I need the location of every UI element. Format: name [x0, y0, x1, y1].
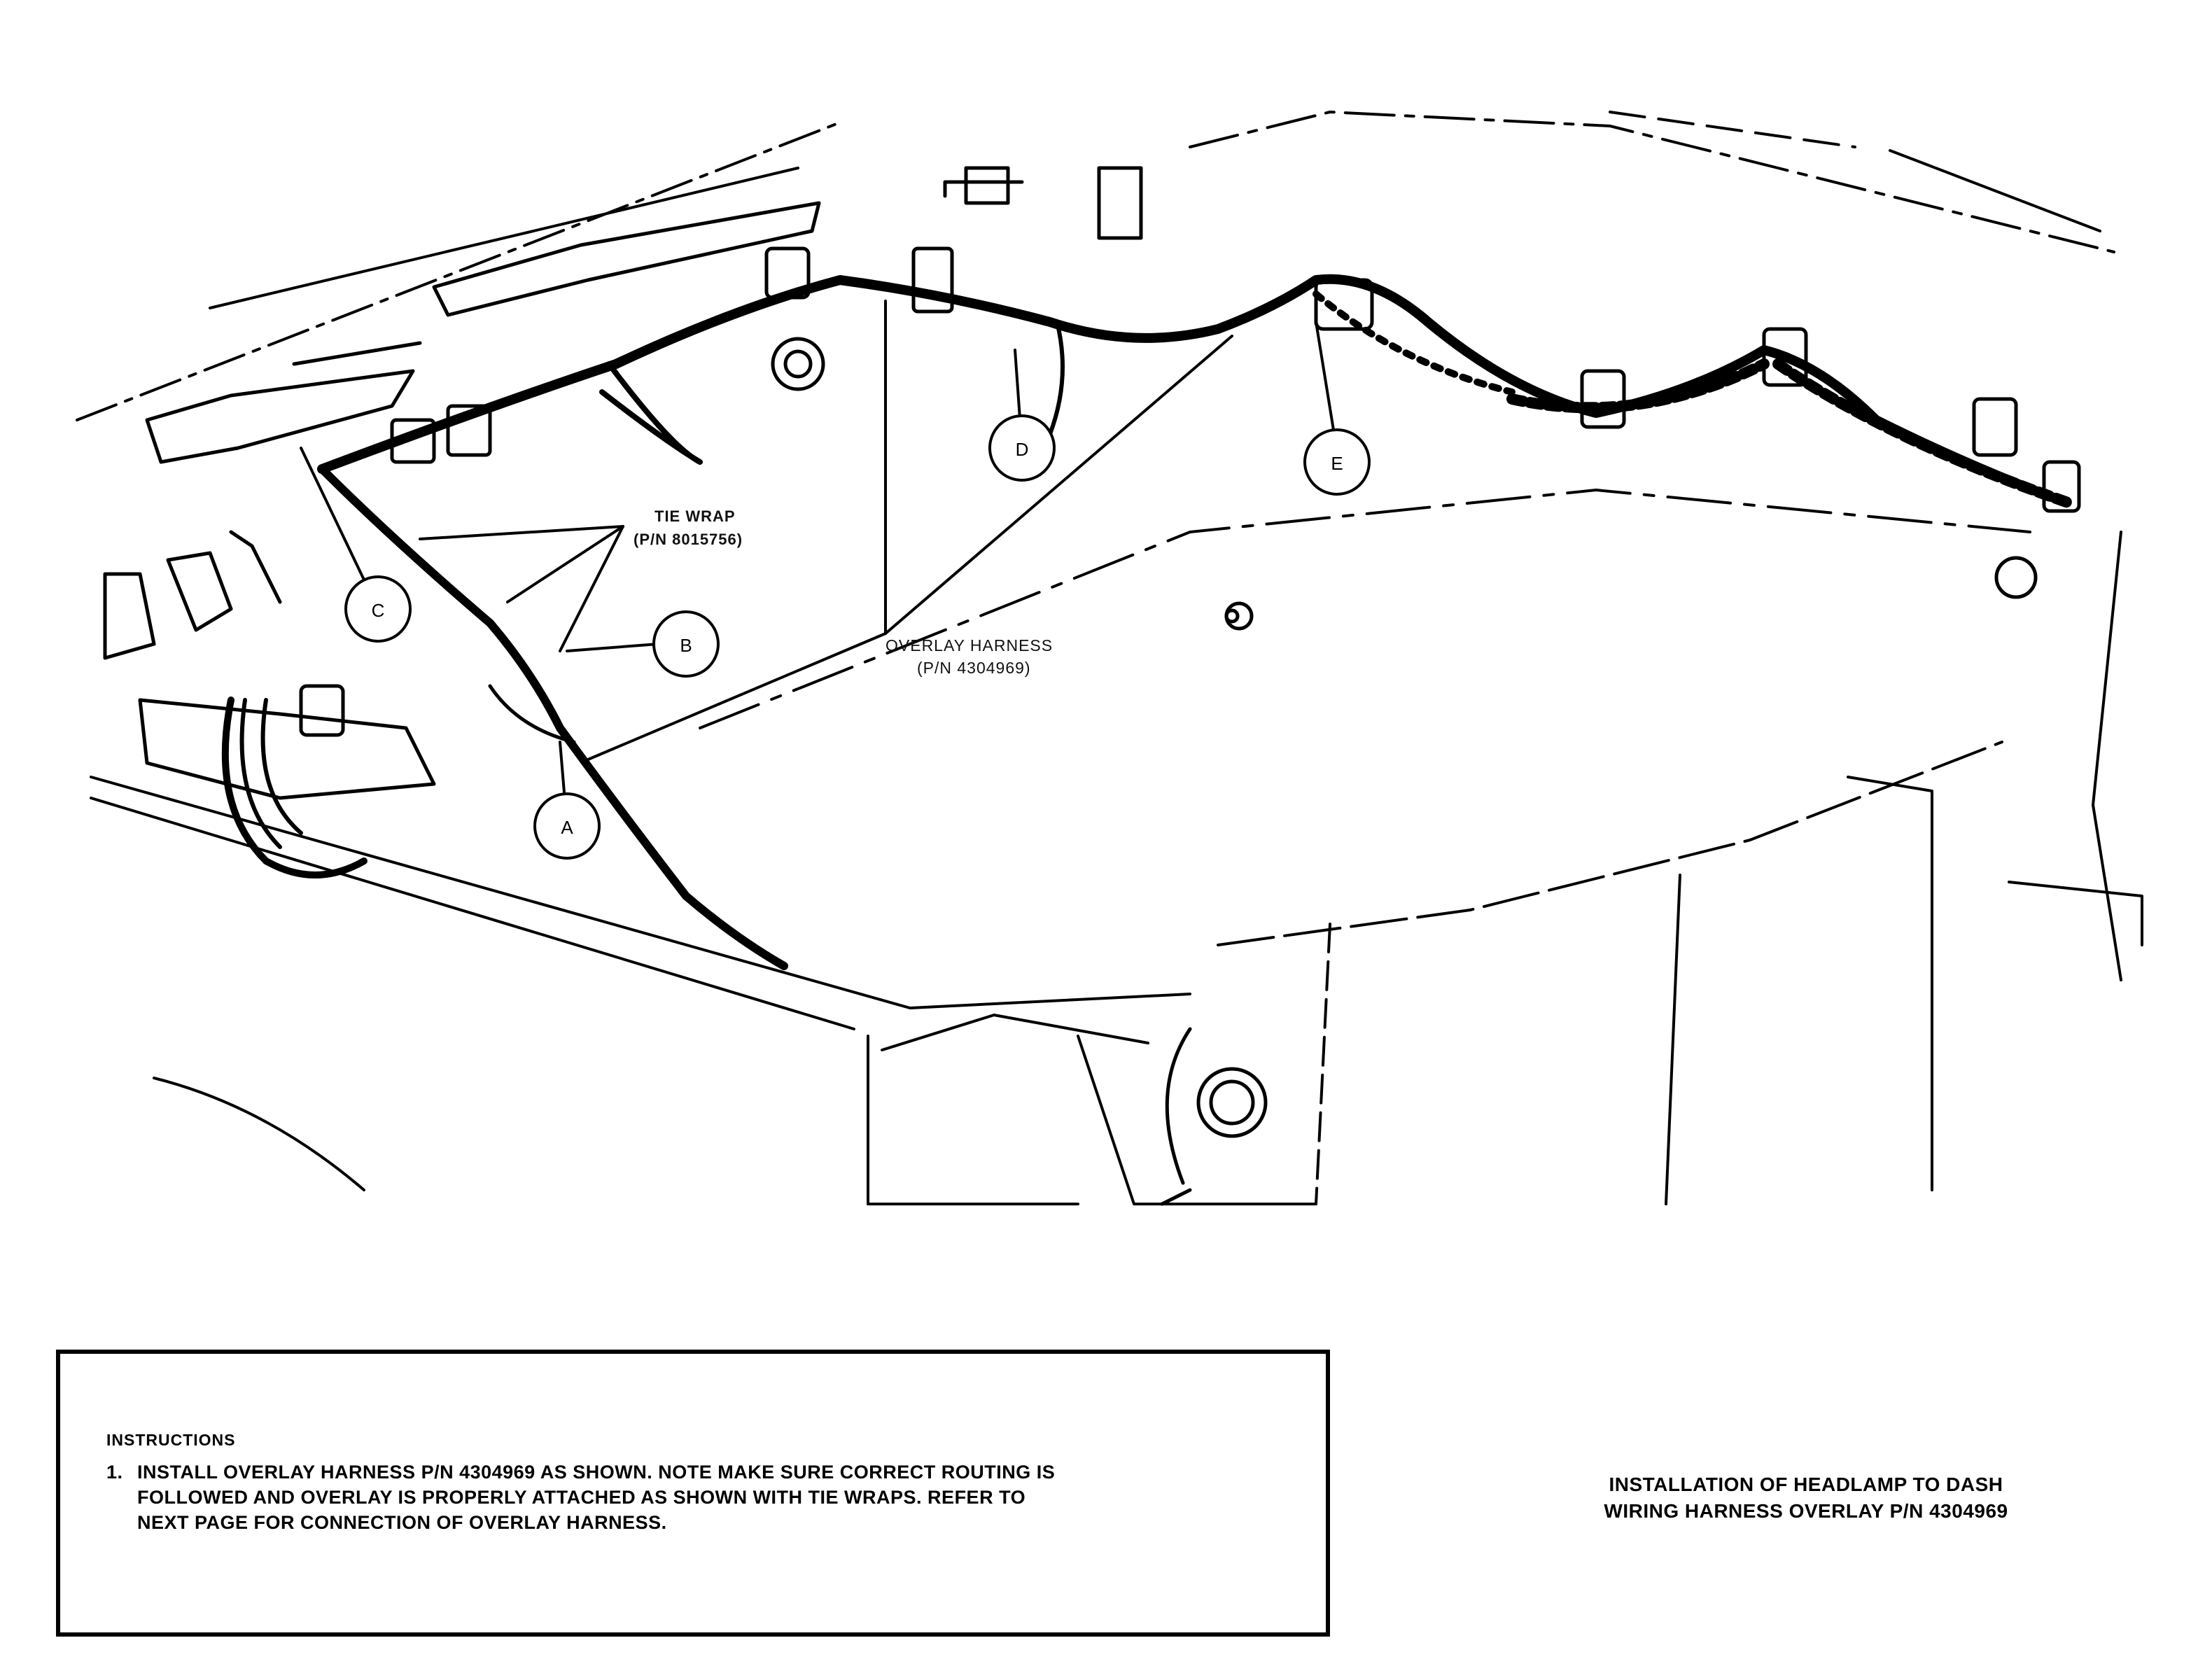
svg-text:OVERLAY HARNESS: OVERLAY HARNESS — [886, 636, 1053, 654]
callout-a: A — [533, 792, 601, 860]
instruction-text-line: FOLLOWED AND OVERLAY IS PROPERLY ATTACHE… — [137, 1487, 1026, 1508]
caption-line: INSTALLATION OF HEADLAMP TO DASH — [1609, 1474, 2003, 1495]
harness-clips — [390, 166, 2081, 631]
svg-text:C: C — [372, 600, 385, 621]
instructions-box: INSTRUCTIONS 1. INSTALL OVERLAY HARNESS … — [56, 1350, 1330, 1637]
instruction-item: 1. INSTALL OVERLAY HARNESS P/N 4304969 A… — [106, 1460, 1291, 1535]
instruction-text: INSTALL OVERLAY HARNESS P/N 4304969 AS S… — [137, 1460, 1055, 1535]
strut-tower — [1160, 556, 2038, 1206]
overlay-harness-label: OVERLAY HARNESS (P/N 4304969) — [886, 636, 1053, 677]
svg-text:TIE WRAP: TIE WRAP — [654, 507, 736, 525]
cowl-panels — [145, 201, 821, 464]
callout-e: E — [1303, 428, 1371, 496]
svg-text:E: E — [1331, 453, 1343, 474]
instructions-heading: INSTRUCTIONS — [106, 1431, 236, 1449]
body-panel-outlines — [76, 111, 2143, 1205]
leader-lines — [300, 300, 1338, 827]
svg-text:(P/N 4304969): (P/N 4304969) — [917, 659, 1031, 677]
instruction-text-line: INSTALL OVERLAY HARNESS P/N 4304969 AS S… — [137, 1462, 1056, 1483]
overlay-harness-route — [317, 274, 2078, 970]
svg-text:D: D — [1016, 439, 1029, 460]
instruction-number: 1. — [106, 1462, 123, 1483]
engine-compartment-illustration: A B C D E TIE WRAP (P/N 8015756) OVERLAY… — [76, 111, 2143, 1206]
callout-c: C — [344, 575, 412, 643]
headlamp-connector-cluster — [103, 530, 576, 878]
tie-wrap-label: TIE WRAP (P/N 8015756) — [634, 507, 743, 548]
svg-text:B: B — [680, 635, 692, 656]
figure-caption: INSTALLATION OF HEADLAMP TO DASH WIRING … — [1540, 1471, 2072, 1525]
instruction-text-line: NEXT PAGE FOR CONNECTION OF OVERLAY HARN… — [137, 1512, 667, 1533]
svg-text:(P/N 8015756): (P/N 8015756) — [634, 531, 743, 548]
callout-b: B — [652, 610, 720, 678]
caption-line: WIRING HARNESS OVERLAY P/N 4304969 — [1604, 1500, 2008, 1522]
svg-text:A: A — [561, 817, 573, 838]
callout-d: D — [988, 414, 1056, 482]
